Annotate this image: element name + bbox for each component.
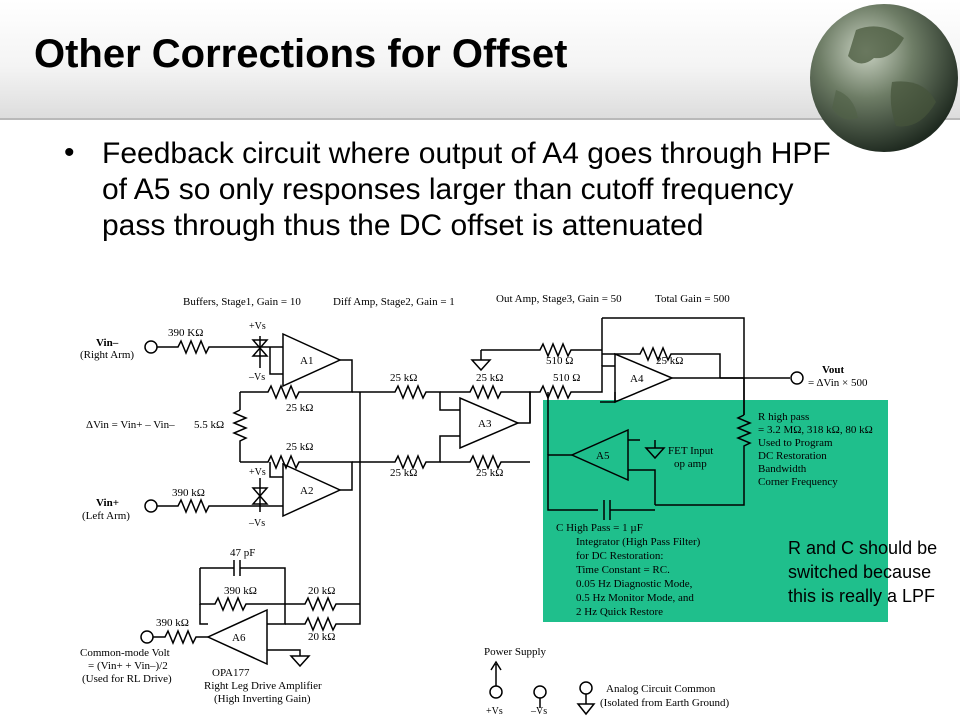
r-a3-in2-label: 25 kΩ — [390, 467, 417, 479]
legend-common-note: (Isolated from Earth Ground) — [600, 697, 730, 709]
stage2-label: Diff Amp, Stage2, Gain = 1 — [333, 296, 455, 308]
r-gain-label: 5.5 kΩ — [194, 419, 224, 431]
r-a3-in1-label: 25 kΩ — [390, 372, 417, 384]
fet-line-1: FET Input — [668, 445, 713, 457]
total-gain-label: Total Gain = 500 — [655, 293, 730, 305]
r-a6-fb-label: 390 kΩ — [224, 585, 257, 597]
legend-neg-label: –Vs — [530, 706, 547, 717]
right-arm-label: (Right Arm) — [80, 349, 134, 361]
vout-terminal — [790, 371, 804, 385]
legend-pos-label: +Vs — [486, 706, 503, 717]
vout-formula: = ΔVin × 500 — [808, 377, 868, 389]
opamp-a5 — [570, 428, 629, 482]
integrator-line-2: for DC Restoration: — [576, 550, 663, 562]
r-a4-b-label: 510 Ω — [553, 372, 580, 384]
r-highpass-line-2: = 3.2 MΩ, 318 kΩ, 80 kΩ — [758, 424, 873, 436]
stage3-label: Out Amp, Stage3, Gain = 50 — [496, 293, 622, 305]
integrator-line-1: Integrator (High Pass Filter) — [576, 536, 701, 548]
c-a6-label: 47 pF — [230, 547, 255, 559]
legend-common-symbol — [579, 681, 593, 695]
delta-vin-label: ΔVin = Vin+ – Vin– — [86, 419, 175, 431]
r-a2-fb-label: 25 kΩ — [286, 441, 313, 453]
r-a4-fb-label: 25 kΩ — [656, 355, 683, 367]
title-bar-background — [0, 0, 960, 120]
slide-title: Other Corrections for Offset — [34, 32, 568, 76]
a4-label: A4 — [630, 373, 644, 385]
opamp-a2 — [282, 462, 342, 518]
legend-power-supply: Power Supply — [484, 646, 547, 658]
hpf-highlight-box — [543, 400, 888, 622]
integrator-line-5: 0.5 Hz Monitor Mode, and — [576, 592, 694, 604]
rld-gain: (High Inverting Gain) — [214, 693, 311, 705]
a1-neg-supply: –Vs — [248, 372, 265, 383]
bullet-text: Feedback circuit where output of A4 goes… — [102, 137, 831, 242]
legend-neg-supply-terminal — [533, 685, 547, 699]
opamp-a4 — [614, 352, 674, 404]
a6-label: A6 — [232, 632, 246, 644]
rld-name: Right Leg Drive Amplifier — [204, 680, 322, 692]
integrator-line-6: 2 Hz Quick Restore — [576, 606, 663, 618]
legend-pos-supply-terminal — [489, 685, 503, 699]
side-note: R and C should be switched because this … — [788, 538, 938, 606]
left-arm-label: (Left Arm) — [82, 510, 130, 522]
globe-icon — [810, 4, 958, 152]
r-highpass-line-4: DC Restoration — [758, 450, 827, 462]
bullet-marker: • — [64, 136, 75, 169]
a2-neg-supply: –Vs — [248, 518, 265, 529]
r-highpass-line-1: R high pass — [758, 411, 809, 423]
r-a3-gnd-label: 25 kΩ — [476, 467, 503, 479]
r-a4-a-label: 510 Ω — [546, 355, 573, 367]
rld-part: OPA177 — [212, 667, 250, 679]
r-highpass-line-5: Bandwidth — [758, 463, 807, 475]
r-a3-fb-label: 25 kΩ — [476, 372, 503, 384]
c-highpass-label: C High Pass = 1 µF — [556, 522, 643, 534]
a1-label: A1 — [300, 355, 313, 367]
r-a1-fb-label: 25 kΩ — [286, 402, 313, 414]
integrator-line-4: 0.05 Hz Diagnostic Mode, — [576, 578, 693, 590]
vout-label: Vout — [822, 364, 845, 376]
cm-formula-label: = (Vin+ + Vin–)/2 — [88, 660, 168, 672]
ecg-amplifier-circuit-diagram: Buffers, Stage1, Gain = 10 Diff Amp, Sta… — [80, 293, 888, 717]
r-highpass-line-6: Corner Frequency — [758, 476, 838, 488]
vin-minus-terminal — [144, 340, 158, 354]
a2-label: A2 — [300, 485, 313, 497]
vin-plus-terminal — [144, 499, 158, 513]
a5-label: A5 — [596, 450, 610, 462]
cm-volt-label: Common-mode Volt — [80, 647, 170, 659]
r-cm2-label: 20 kΩ — [308, 631, 335, 643]
vin-minus-label: Vin– — [96, 337, 119, 349]
r-a6-in-label: 390 kΩ — [156, 617, 189, 629]
r-a2-in-label: 390 kΩ — [172, 487, 205, 499]
r-highpass-line-3: Used to Program — [758, 437, 833, 449]
a2-pos-supply: +Vs — [249, 467, 266, 478]
legend-common-label: Analog Circuit Common — [606, 683, 716, 695]
cm-use-label: (Used for RL Drive) — [82, 673, 172, 685]
stage1-label: Buffers, Stage1, Gain = 10 — [183, 296, 301, 308]
r-cm1-label: 20 kΩ — [308, 585, 335, 597]
opamp-a1 — [282, 332, 342, 388]
common-mode-terminal — [140, 630, 154, 644]
opamp-a3 — [459, 396, 520, 450]
a3-label: A3 — [478, 418, 492, 430]
r-a1-in-label: 390 KΩ — [168, 327, 203, 339]
integrator-line-3: Time Constant = RC. — [576, 564, 670, 576]
title-bar-divider — [0, 118, 960, 120]
opamp-a6 — [206, 608, 268, 666]
a1-pos-supply: +Vs — [249, 321, 266, 332]
vin-plus-label: Vin+ — [96, 497, 119, 509]
fet-line-2: op amp — [674, 458, 707, 470]
